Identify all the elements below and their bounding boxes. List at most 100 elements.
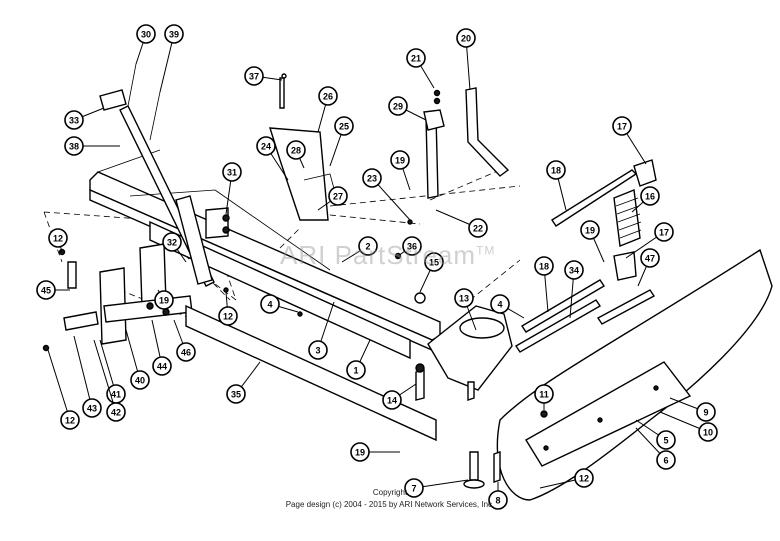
callout-33: 33 — [64, 107, 105, 130]
callout-number: 31 — [227, 168, 237, 178]
callout-ring — [260, 294, 280, 314]
callout-number: 4 — [267, 300, 272, 310]
callout-ring — [564, 260, 584, 280]
callout-40: 40 — [125, 329, 150, 390]
callout-number: 12 — [223, 312, 233, 322]
callout-ring — [308, 340, 328, 360]
callout-number: 46 — [181, 348, 191, 358]
callout-number: 24 — [261, 142, 271, 152]
callout-number: 8 — [495, 496, 500, 506]
callout-14: 14 — [382, 383, 417, 410]
callout-number: 17 — [659, 228, 669, 238]
watermark: ARI PartStreamTM — [280, 240, 495, 271]
callout-number: 37 — [249, 72, 259, 82]
callout-number: 6 — [663, 456, 668, 466]
callout-39: 39 — [159, 24, 184, 93]
callout-leader-line — [73, 335, 93, 409]
callout-number: 15 — [429, 258, 439, 268]
callout-ring — [640, 248, 660, 268]
callout-ring — [454, 288, 474, 308]
callout-12: 12 — [47, 349, 80, 430]
callout-47: 47 — [637, 248, 660, 287]
callout-ring — [612, 116, 632, 136]
callout-ring — [640, 186, 660, 206]
callout-number: 18 — [539, 262, 549, 272]
callout-ring — [402, 236, 422, 256]
callout-ring — [390, 150, 410, 170]
callout-45: 45 — [36, 280, 70, 300]
callout-number: 19 — [585, 226, 595, 236]
callout-ring — [350, 442, 370, 462]
callout-number: 43 — [87, 404, 97, 414]
callout-number: 23 — [367, 174, 377, 184]
callout-number: 3 — [315, 346, 320, 356]
callout-number: 9 — [703, 408, 708, 418]
callout-number: 28 — [291, 146, 301, 156]
callout-number: 27 — [333, 192, 343, 202]
callout-21: 21 — [406, 48, 435, 89]
callout-38: 38 — [64, 136, 120, 156]
callout-30: 30 — [135, 24, 156, 65]
callout-ring — [698, 422, 718, 442]
callout-ring — [286, 140, 306, 160]
callout-28: 28 — [286, 140, 306, 169]
callout-number: 4 — [497, 300, 502, 310]
callout-17: 17 — [612, 116, 647, 165]
callout-ring — [82, 398, 102, 418]
callout-27: 27 — [317, 186, 348, 211]
callout-19: 19 — [390, 150, 411, 191]
callout-22: 22 — [435, 209, 488, 238]
callout-ring — [534, 256, 554, 276]
callout-31: 31 — [222, 162, 242, 215]
page-design-credit: Page design (c) 2004 - 2015 by ARI Netwo… — [285, 500, 495, 509]
callout-number: 13 — [459, 294, 469, 304]
callout-ring — [176, 342, 196, 362]
callout-5: 5 — [635, 419, 676, 450]
callout-24: 24 — [256, 136, 289, 181]
callout-ring — [256, 136, 276, 156]
callout-number: 45 — [41, 286, 51, 296]
callout-ring — [164, 24, 184, 44]
callout-number: 38 — [69, 142, 79, 152]
callout-ring — [64, 110, 84, 130]
callout-ring — [656, 430, 676, 450]
callout-18: 18 — [534, 256, 554, 313]
callout-9: 9 — [669, 397, 716, 422]
callout-ring — [574, 468, 594, 488]
callout-number: 41 — [111, 390, 121, 400]
callout-4: 4 — [260, 294, 299, 314]
callout-ring — [456, 28, 476, 48]
callout-number: 20 — [461, 34, 471, 44]
callout-ring — [48, 228, 68, 248]
callout-13: 13 — [454, 288, 477, 331]
callout-ring — [60, 410, 80, 430]
callout-16: 16 — [631, 186, 660, 213]
callout-19: 19 — [350, 442, 400, 462]
callout-6: 6 — [635, 427, 676, 470]
callout-number: 44 — [157, 362, 167, 372]
callout-ring — [130, 370, 150, 390]
callout-number: 40 — [135, 376, 145, 386]
callout-3: 3 — [308, 301, 335, 360]
callout-ring — [488, 490, 508, 510]
callout-number: 33 — [69, 116, 79, 126]
callout-ring — [136, 24, 156, 44]
callout-ring — [468, 218, 488, 238]
callout-1: 1 — [346, 339, 371, 380]
callout-ring — [218, 306, 238, 326]
callout-ring — [534, 384, 554, 404]
callout-ring — [382, 390, 402, 410]
callout-19: 19 — [580, 220, 605, 263]
callout-ring — [334, 116, 354, 136]
callout-ring — [64, 136, 84, 156]
callout-17: 17 — [625, 222, 674, 259]
callout-2: 2 — [341, 236, 378, 263]
callout-ring — [490, 294, 510, 314]
callout-15: 15 — [419, 252, 444, 293]
callout-ring — [696, 402, 716, 422]
callout-number: 19 — [355, 448, 365, 458]
callout-ring — [654, 222, 674, 242]
callout-number: 12 — [579, 474, 589, 484]
callout-29: 29 — [388, 96, 427, 121]
